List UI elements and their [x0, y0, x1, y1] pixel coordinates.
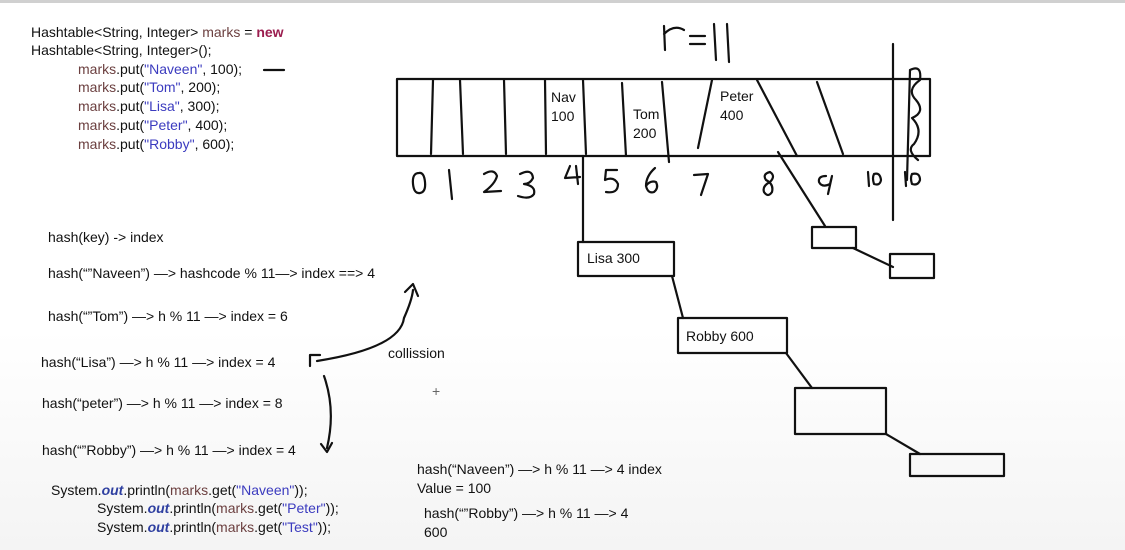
idx-8: [762, 170, 775, 197]
chain-link-lisa-robby: [670, 274, 685, 320]
hash-lisa: hash(“Lisa”) —> h % 11 —> index = 4: [41, 354, 276, 370]
idx-9: [817, 174, 834, 196]
hash-robby: hash(“”Robby”) —> h % 11 —> index = 4: [42, 442, 296, 458]
robby-arrow-curve: [322, 374, 332, 450]
slot-divider: [755, 78, 799, 158]
node-box-empty-1: [793, 386, 888, 436]
cell-naveen-key: Nav: [551, 89, 576, 105]
slot-divider: [502, 78, 508, 156]
scribble-mark: [905, 67, 922, 182]
idx-1: [447, 168, 454, 201]
collision-arrow-curve: [315, 288, 415, 363]
result-robby-value: 600: [424, 524, 448, 540]
println-naveen: System.out.println(marks.get("Naveen"));: [51, 482, 308, 498]
top-border: [0, 0, 1125, 3]
result-naveen-value: Value = 100: [417, 480, 492, 496]
collision-label: collission: [388, 345, 445, 361]
chain-link-slot8: [776, 150, 827, 228]
cell-peter-value: 400: [720, 107, 744, 123]
idx-5: [603, 168, 620, 194]
cell-peter-key: Peter: [720, 88, 754, 104]
idx-10a: [866, 170, 883, 188]
hashtable-array: [395, 77, 932, 158]
code-put-naveen: marks.put("Naveen", 100);: [78, 61, 243, 77]
println-peter: System.out.println(marks.get("Peter"));: [97, 500, 339, 516]
slot-divider: [815, 80, 845, 156]
node-box-slot8-b: [888, 252, 936, 280]
handwritten-r: [662, 24, 686, 52]
code-line-declaration: Hashtable<String, Integer> marks = new: [31, 24, 284, 40]
node-box-empty-2: [908, 452, 1006, 478]
idx-0: [411, 171, 427, 195]
idx-6: [644, 166, 659, 194]
node-label-robby: Robby 600: [686, 328, 754, 344]
idx-3: [516, 170, 536, 199]
hash-naveen: hash(“”Naveen”) —> hashcode % 11—> index…: [48, 265, 375, 281]
slot-divider: [458, 78, 465, 156]
chain-link-slot8-b: [851, 246, 895, 269]
println-test: System.out.println(marks.get("Test"));: [97, 519, 332, 535]
code-put-tom: marks.put("Tom", 200);: [78, 79, 221, 95]
chain-link-empty-empty: [884, 432, 922, 456]
slot-divider: [543, 78, 548, 156]
slot-divider: [429, 78, 435, 156]
slot-divider: [581, 78, 588, 156]
slot-divider: [660, 80, 671, 164]
node-box-slot8-a: [810, 225, 858, 250]
slot-divider: [696, 78, 714, 150]
node-box-lisa: [576, 240, 676, 278]
code-put-lisa: marks.put("Lisa", 300);: [78, 98, 220, 114]
result-robby-hash: hash(“”Robby”) —> h % 11 —> 4: [424, 505, 629, 521]
node-label-lisa: Lisa 300: [587, 250, 640, 266]
plus-mark: +: [432, 383, 441, 399]
hash-tom: hash(“”Tom”) —> h % 11 —> index = 6: [48, 308, 288, 324]
robby-arrowhead: [319, 441, 334, 454]
handwritten-one-b: [725, 22, 731, 64]
code-put-robby: marks.put("Robby", 600);: [78, 136, 235, 152]
cell-tom-value: 200: [633, 125, 657, 141]
collision-bracket: [308, 353, 322, 368]
collision-arrowhead: [403, 282, 420, 298]
handwritten-one-a: [712, 22, 718, 62]
result-naveen-hash: hash(“Naveen”) —> h % 11 —> 4 index: [417, 461, 662, 477]
hash-peter: hash(“peter”) —> h % 11 —> index = 8: [42, 395, 283, 411]
node-box-robby: [676, 316, 789, 355]
idx-10b: [903, 170, 922, 188]
idx-2: [482, 170, 503, 194]
code-put-peter: marks.put("Peter", 400);: [78, 117, 228, 133]
chain-link-robby-empty: [784, 351, 814, 390]
idx-7: [692, 172, 710, 197]
idx-4: [563, 164, 582, 186]
code-line-constructor: Hashtable<String, Integer>();: [31, 42, 212, 58]
cell-naveen-value: 100: [551, 108, 575, 124]
handwritten-equals: [688, 34, 707, 46]
cell-tom-key: Tom: [633, 106, 660, 122]
slot-divider: [620, 81, 628, 158]
hash-key-index: hash(key) -> index: [48, 229, 164, 245]
